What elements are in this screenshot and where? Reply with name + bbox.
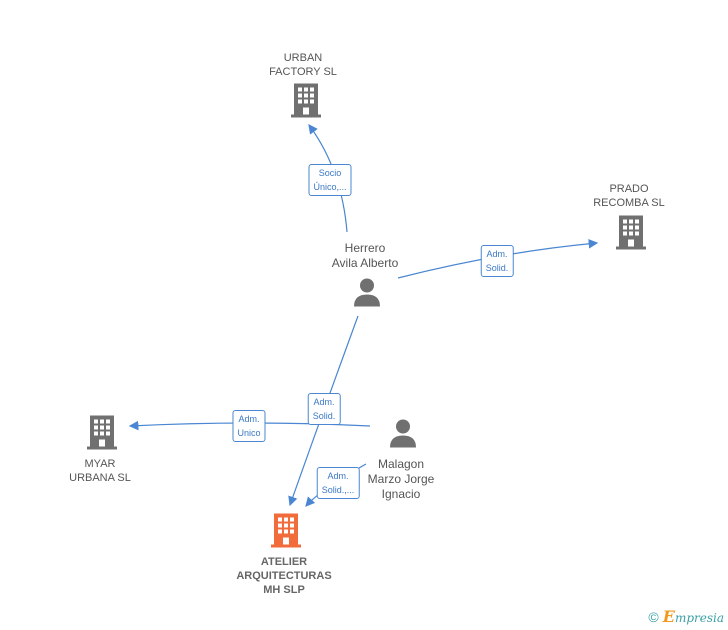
edge-label-socio-unico[interactable]: Socio Único,... xyxy=(308,164,352,196)
node-label-prado-recomba[interactable]: PRADO RECOMBA SL xyxy=(593,183,665,209)
node-label-atelier[interactable]: ATELIER ARQUITECTURAS MH SLP xyxy=(236,556,332,596)
node-label-herrero[interactable]: Herrero Avila Alberto xyxy=(331,241,399,270)
building-icon[interactable] xyxy=(615,214,647,255)
person-icon[interactable] xyxy=(388,418,418,453)
node-label-urban-factory[interactable]: URBAN FACTORY SL xyxy=(269,52,337,78)
building-icon[interactable] xyxy=(86,414,118,455)
brand-logo[interactable]: Empresia xyxy=(662,607,724,626)
copyright-icon: © xyxy=(648,608,659,625)
node-label-malagon[interactable]: Malagon Marzo Jorge Ignacio xyxy=(367,457,435,501)
edge-label-adm-solid-prado[interactable]: Adm. Solid. xyxy=(480,245,514,277)
edge-label-adm-unico[interactable]: Adm. Unico xyxy=(232,410,266,442)
person-icon[interactable] xyxy=(352,277,382,312)
edge-label-adm-solid-atelier[interactable]: Adm. Solid. xyxy=(307,393,341,425)
building-icon[interactable] xyxy=(270,512,302,553)
node-label-myar[interactable]: MYAR URBANA SL xyxy=(69,458,131,484)
building-icon[interactable] xyxy=(290,82,322,123)
footer-credit: © Empresia xyxy=(648,607,724,626)
edge-label-adm-solid-malagon[interactable]: Adm. Solid.,... xyxy=(316,467,360,499)
